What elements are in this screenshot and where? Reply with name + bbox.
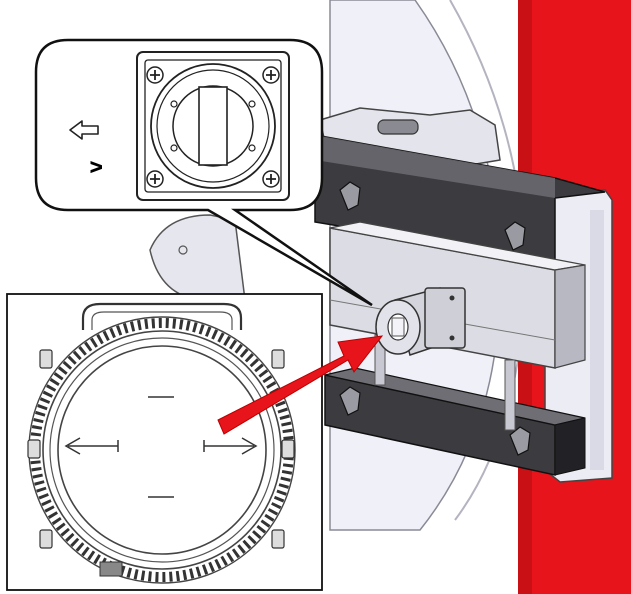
- upper-bracket-bolt-left: [339, 181, 361, 211]
- flange-screw-icon: [146, 170, 164, 188]
- lower-bracket-bolt-left: [339, 386, 361, 416]
- right-polarization-arrow-icon: [203, 437, 258, 455]
- front-view-inset: [6, 293, 323, 591]
- left-polarization-arrow-icon: [64, 437, 119, 455]
- dish-feed-ring: [149, 214, 246, 301]
- flange-screw-icon: [146, 66, 164, 84]
- waveguide-port: [375, 287, 466, 356]
- flange-screw-icon: [262, 170, 280, 188]
- left-arrow-icon: [69, 120, 99, 140]
- rectangular-waveguide-slot: [198, 86, 228, 166]
- antenna-scene: [149, 0, 631, 594]
- radome-face: [57, 345, 267, 555]
- rating-label-plate: [99, 561, 123, 577]
- flange-screw-icon: [262, 66, 280, 84]
- clamp-handle: [377, 119, 419, 135]
- feed-ring-bolt: [178, 245, 188, 255]
- polarization-label: V: [87, 160, 106, 173]
- port-detail-callout: V: [34, 38, 373, 307]
- square-flange: [136, 51, 290, 201]
- red-pointer-arrow: [217, 335, 384, 435]
- upper-bracket-bolt-right: [504, 221, 526, 251]
- carry-handle: [81, 302, 243, 330]
- lower-bracket-bolt-right: [509, 426, 531, 456]
